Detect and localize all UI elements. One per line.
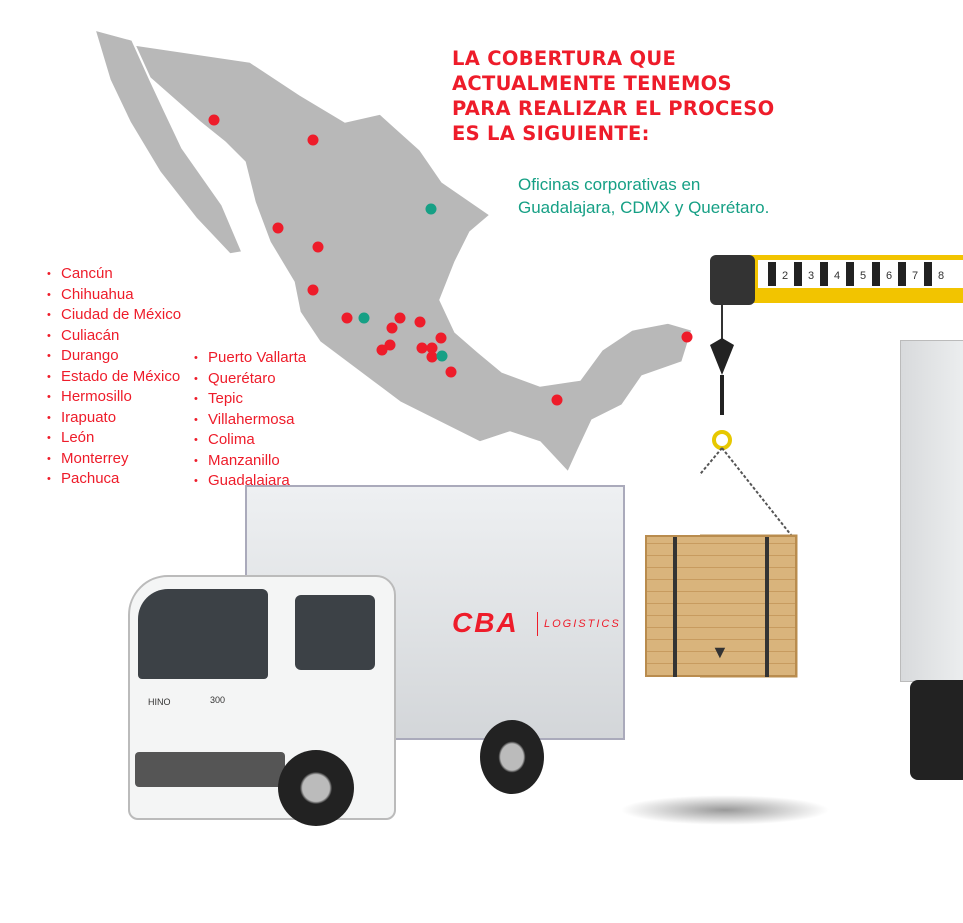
- city-item: Durango: [47, 346, 181, 367]
- ruler-tick: [846, 262, 854, 286]
- office-marker: [425, 203, 437, 215]
- ruler-number: 2: [782, 270, 788, 282]
- windshield: [138, 589, 268, 679]
- ruler-number: 3: [808, 270, 814, 282]
- side-window: [295, 595, 375, 670]
- truck-model: 300: [210, 695, 226, 705]
- city-item: Guadalajara: [194, 471, 306, 492]
- headline-line: LA COBERTURA QUE: [452, 47, 677, 70]
- ruler-numbers: 2 3 4 5 6 7 8: [768, 262, 944, 286]
- office-marker: [436, 350, 448, 362]
- cities-list-2: Puerto VallartaQuerétaroTepicVillahermos…: [194, 348, 306, 492]
- city-item: Villahermosa: [194, 410, 306, 431]
- city-marker: [435, 332, 447, 344]
- crate-strap: [673, 537, 677, 677]
- city-item: León: [47, 428, 181, 449]
- ruler-number: 7: [912, 270, 918, 282]
- ruler-number: 5: [860, 270, 866, 282]
- hoist-motor: [710, 255, 755, 305]
- city-item: Colima: [194, 430, 306, 451]
- headline-line: PARA REALIZAR EL PROCESO: [452, 97, 775, 120]
- cities-list-1: CancúnChihuahuaCiudad de MéxicoCuliacánD…: [47, 264, 181, 490]
- city-item: Culiacán: [47, 326, 181, 347]
- ruler-tick: [872, 262, 880, 286]
- city-item: Querétaro: [194, 369, 306, 390]
- hook-block: [710, 338, 734, 375]
- map-markers: [208, 114, 693, 406]
- city-item: Monterrey: [47, 449, 181, 470]
- city-item: Chihuahua: [47, 285, 181, 306]
- city-item: Ciudad de México: [47, 305, 181, 326]
- fragile-arrow-icon: ▼: [711, 642, 729, 662]
- offices-line: Guadalajara, CDMX y Querétaro.: [518, 198, 770, 217]
- city-marker: [307, 284, 319, 296]
- city-item: Manzanillo: [194, 451, 306, 472]
- ruler-tick: [794, 262, 802, 286]
- front-wheel: [278, 750, 354, 826]
- city-marker: [376, 344, 388, 356]
- city-item: Cancún: [47, 264, 181, 285]
- city-item: Estado de México: [47, 367, 181, 388]
- partial-truck-box: [900, 340, 963, 682]
- city-marker: [426, 351, 438, 363]
- shadow: [620, 795, 830, 825]
- coverage-headline: LA COBERTURA QUE ACTUALMENTE TENEMOS PAR…: [452, 46, 782, 146]
- headline-line: ES LA SIGUIENTE:: [452, 122, 650, 145]
- truck-logo: CBA: [452, 607, 519, 638]
- grille: [135, 752, 285, 787]
- city-marker: [386, 322, 398, 334]
- city-marker: [307, 134, 319, 146]
- city-marker: [341, 312, 353, 324]
- partial-truck-wheel: [910, 680, 963, 780]
- city-item: Pachuca: [47, 469, 181, 490]
- headline-line: ACTUALMENTE TENEMOS: [452, 72, 732, 95]
- ruler-number: 6: [886, 270, 892, 282]
- truck-logo-sub: LOGISTICS: [537, 612, 621, 636]
- hook-ring: [712, 430, 732, 450]
- city-marker: [414, 316, 426, 328]
- ruler-tick: [924, 262, 932, 286]
- offices-line: Oficinas corporativas en: [518, 175, 701, 194]
- ruler-tick: [898, 262, 906, 286]
- city-marker: [426, 342, 438, 354]
- city-item: Tepic: [194, 389, 306, 410]
- city-marker: [394, 312, 406, 324]
- city-marker: [272, 222, 284, 234]
- ruler-number: 8: [938, 270, 944, 282]
- truck-cab: HINO 300: [128, 575, 396, 820]
- city-marker: [384, 339, 396, 351]
- truck-maker: HINO: [148, 697, 171, 707]
- city-marker: [551, 394, 563, 406]
- ruler-tick: [768, 262, 776, 286]
- city-marker: [312, 241, 324, 253]
- city-item: Hermosillo: [47, 387, 181, 408]
- city-marker: [208, 114, 220, 126]
- wooden-crate: ▼: [645, 535, 797, 677]
- city-marker: [416, 342, 428, 354]
- rear-wheel: [480, 720, 544, 794]
- city-item: Puerto Vallarta: [194, 348, 306, 369]
- city-marker: [681, 331, 693, 343]
- corporate-offices-note: Oficinas corporativas en Guadalajara, CD…: [518, 173, 769, 219]
- ruler-tick: [820, 262, 828, 286]
- city-marker: [445, 366, 457, 378]
- city-item: Irapuato: [47, 408, 181, 429]
- mainland-mexico: [133, 44, 693, 474]
- baja-peninsula: [93, 28, 244, 255]
- office-marker: [358, 312, 370, 324]
- ruler-number: 4: [834, 270, 840, 282]
- crate-strap: [765, 537, 769, 677]
